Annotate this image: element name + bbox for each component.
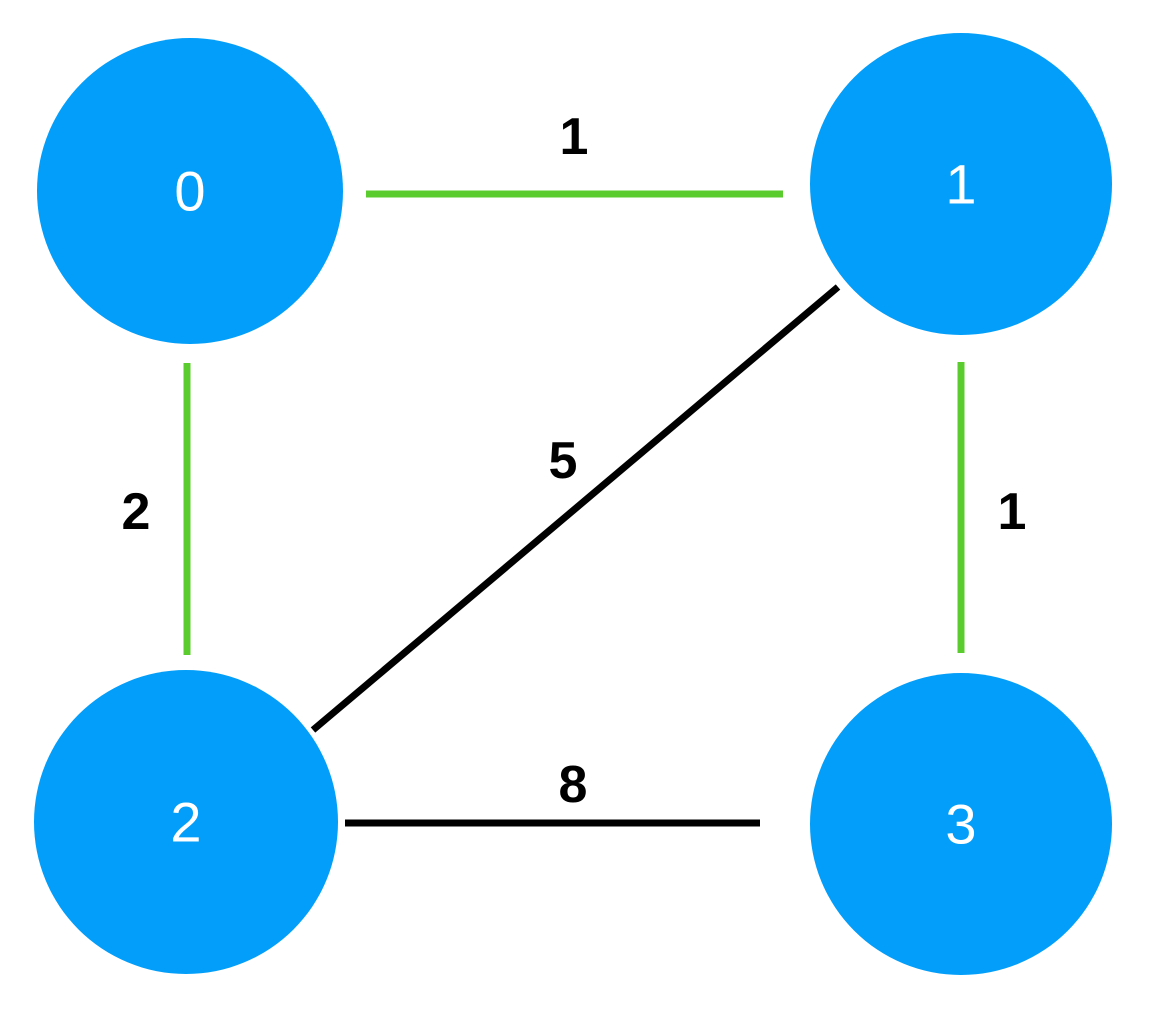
node-label-3: 3 [945, 793, 976, 856]
edge-weight-label-1-2: 5 [549, 432, 578, 490]
node-circle-2[interactable] [34, 670, 338, 974]
node-circle-1[interactable] [810, 33, 1112, 335]
node-label-2: 2 [170, 791, 201, 854]
nodes-layer: 0 1 2 3 [34, 33, 1112, 975]
node-circle-3[interactable] [810, 673, 1112, 975]
edge-weight-label-0-2: 2 [122, 483, 151, 541]
edge-weight-label-2-3: 8 [559, 756, 588, 814]
node-label-1: 1 [945, 153, 976, 216]
graph-edge-1-2[interactable] [310, 284, 841, 733]
graph-node-2[interactable]: 2 [34, 670, 338, 974]
edges-layer [183, 190, 965, 827]
node-label-0: 0 [174, 160, 205, 223]
edge-weight-label-1-3: 1 [998, 483, 1027, 541]
graph-node-0[interactable]: 0 [37, 38, 343, 344]
edge-labels-layer: 1 2 1 5 8 [122, 108, 1027, 814]
node-circle-0[interactable] [37, 38, 343, 344]
edge-weight-label-0-1: 1 [560, 108, 589, 166]
graph-node-3[interactable]: 3 [810, 673, 1112, 975]
graph-node-1[interactable]: 1 [810, 33, 1112, 335]
